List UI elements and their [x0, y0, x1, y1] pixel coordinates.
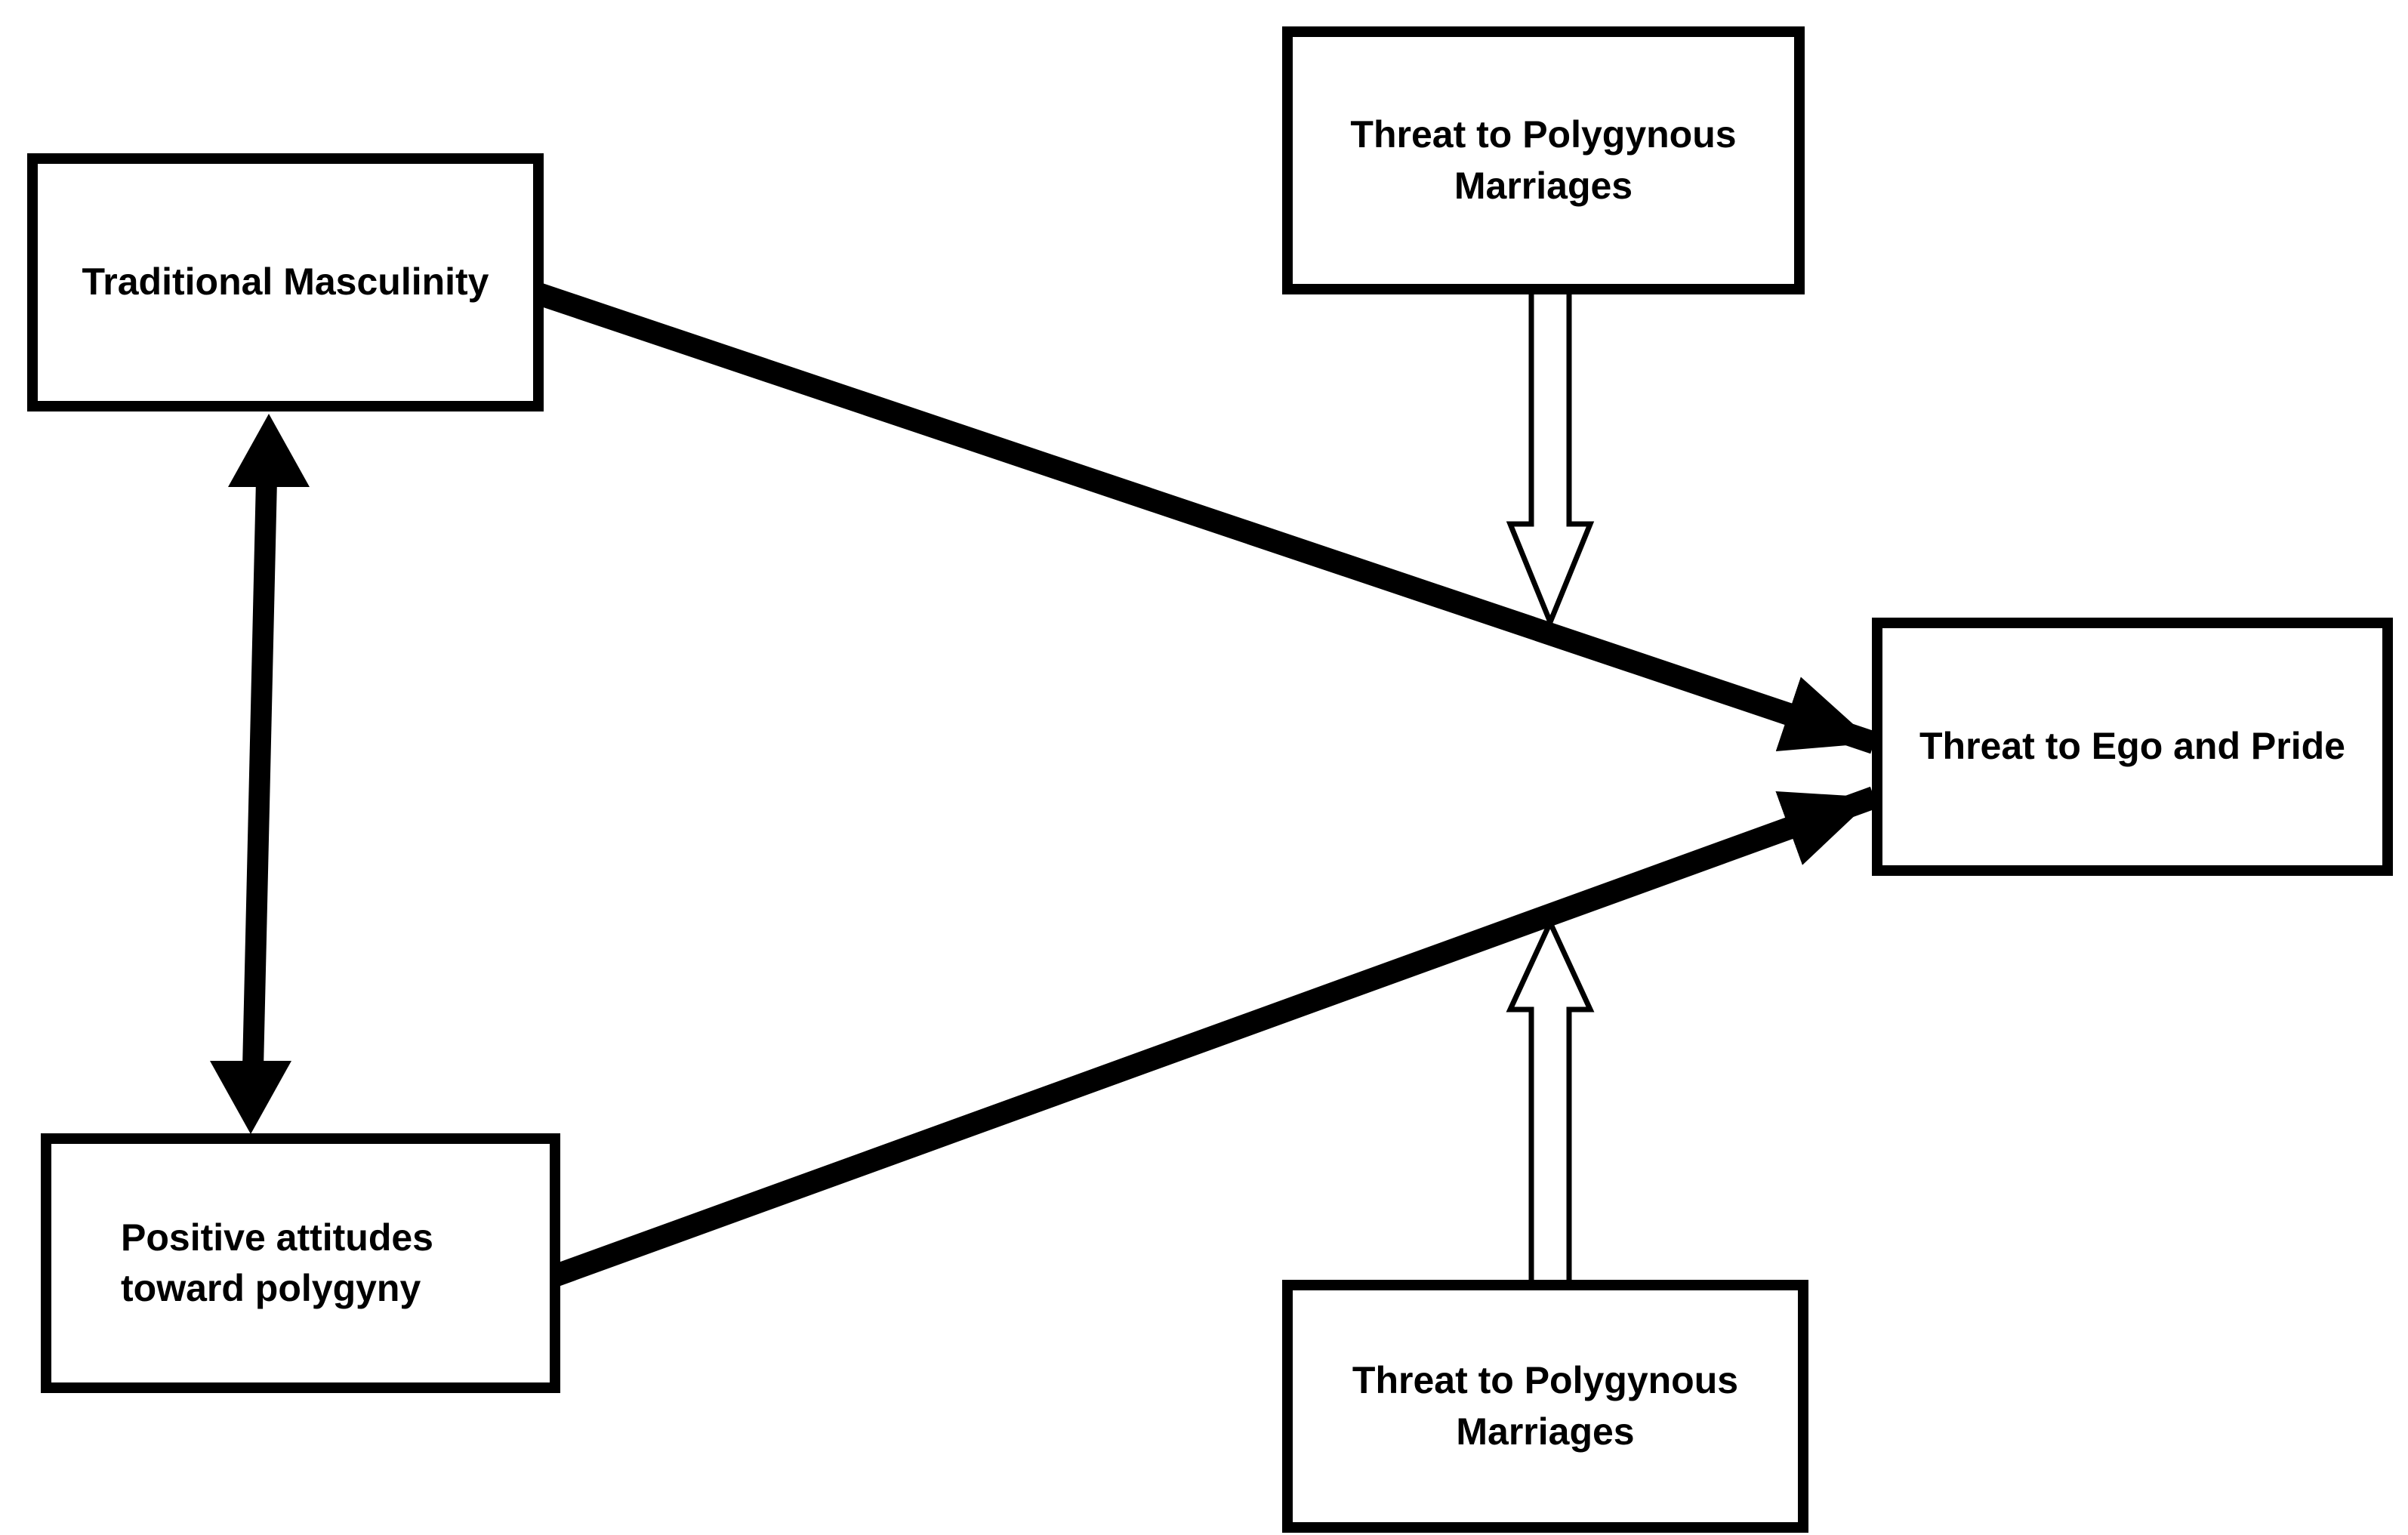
- node-label: Positive attitudes toward polygyny: [121, 1216, 433, 1310]
- double-arrow-shaft: [242, 479, 277, 1069]
- node-label: Threat to Ego and Pride: [1919, 725, 2345, 768]
- node-label: Threat to Polygynous Marriages: [1350, 113, 1737, 207]
- node-threat-to-polygynous-marriages-bottom: Threat to Polygynous Marriages: [1282, 1280, 1808, 1533]
- moderation-arrow-top-icon: [1506, 284, 1595, 630]
- path-arrow-masculinity-to-ego: [532, 282, 1878, 754]
- node-threat-to-polygynous-marriages-top: Threat to Polygynous Marriages: [1282, 26, 1805, 294]
- double-arrow-down-head-icon: [210, 1061, 291, 1134]
- node-threat-to-ego-and-pride: Threat to Ego and Pride: [1872, 618, 2393, 876]
- path-arrow-attitudes-to-ego: [550, 786, 1879, 1287]
- double-headed-arrow-correlation: [210, 414, 310, 1134]
- node-positive-attitudes-toward-polygyny: Positive attitudes toward polygyny: [41, 1133, 560, 1393]
- node-traditional-masculinity: Traditional Masculinity: [27, 153, 544, 411]
- node-label: Traditional Masculinity: [82, 260, 489, 304]
- node-label: Threat to Polygynous Marriages: [1352, 1359, 1739, 1453]
- moderation-arrow-bottom-icon: [1506, 916, 1595, 1288]
- double-arrow-up-head-icon: [228, 414, 310, 487]
